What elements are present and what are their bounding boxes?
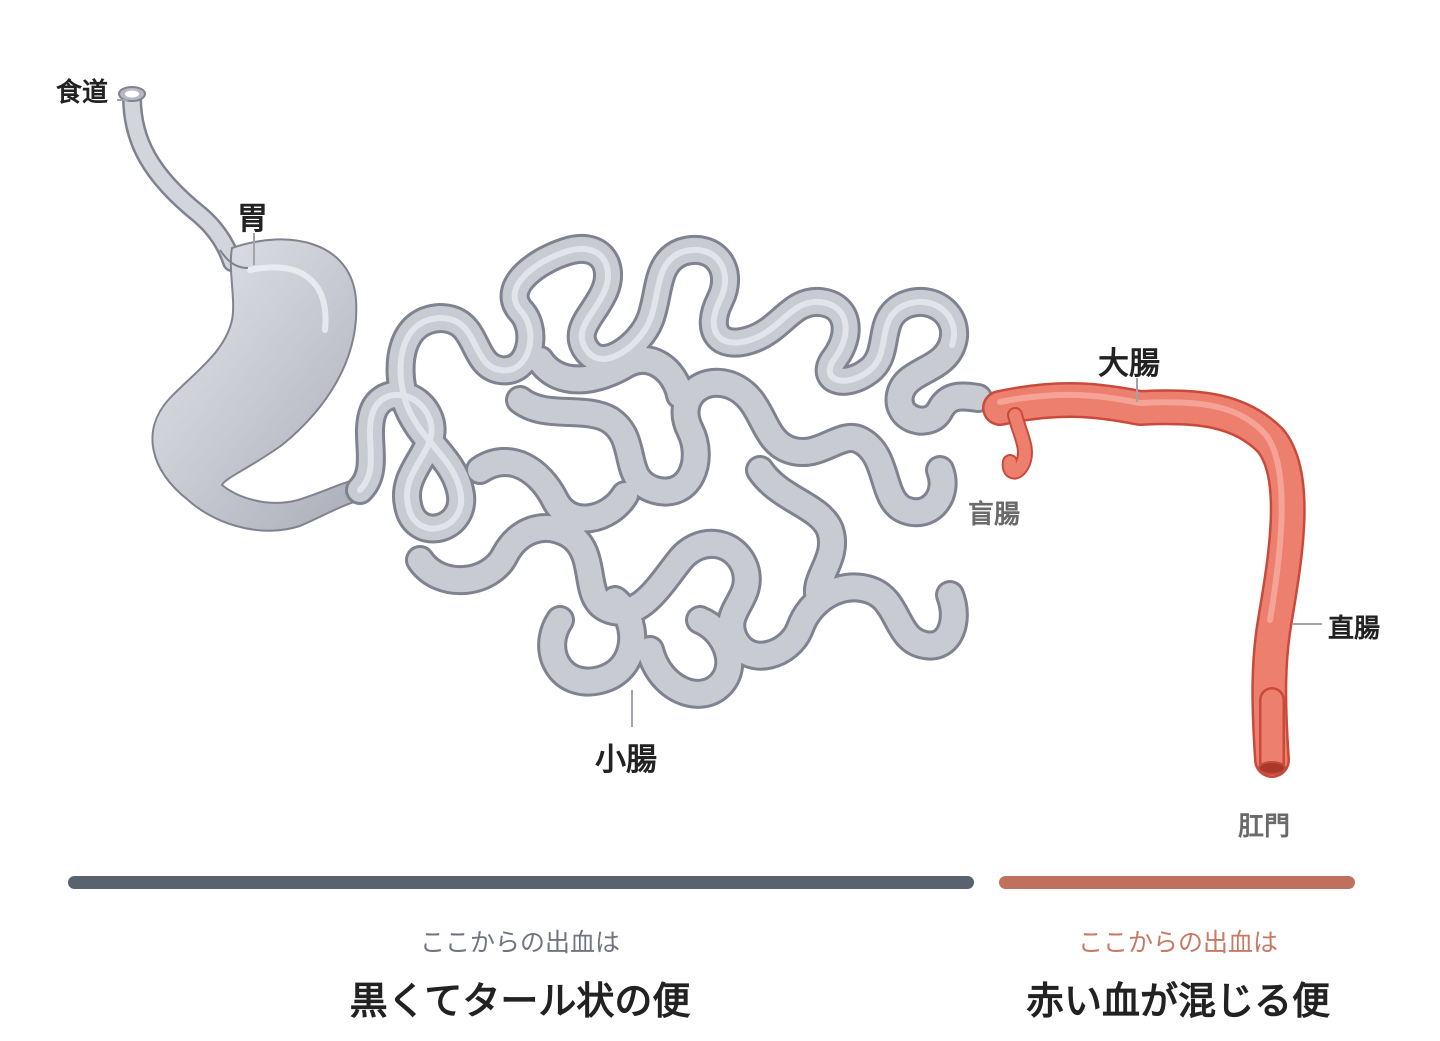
label-esophagus: 食道 [56, 78, 109, 108]
upper-bleeding-result: 黒くてタール状の便 [349, 979, 691, 1023]
label-small-intestine: 小腸 [595, 742, 657, 778]
lower-bleeding-result: 赤い血が混じる便 [1025, 979, 1330, 1023]
label-large-intestine: 大腸 [1098, 346, 1160, 382]
anus-opening [1258, 761, 1286, 775]
label-stomach: 胃 [237, 201, 268, 237]
lower-bleeding-subtitle: ここからの出血は [1077, 928, 1278, 957]
small-intestine-shape [345, 233, 993, 709]
upper-bleeding-subtitle: ここからの出血は [419, 928, 620, 957]
label-cecum: 盲腸 [968, 500, 1021, 530]
leader-lines [117, 99, 1322, 727]
lower-gi-range-bar [999, 876, 1355, 889]
large-intestine-shape [982, 382, 1306, 778]
label-anus: 肛門 [1238, 812, 1291, 842]
upper-gi-range-bar [68, 876, 974, 889]
stomach-shape [151, 238, 369, 532]
esophagus-shape [118, 86, 242, 272]
label-rectum: 直腸 [1328, 614, 1381, 644]
